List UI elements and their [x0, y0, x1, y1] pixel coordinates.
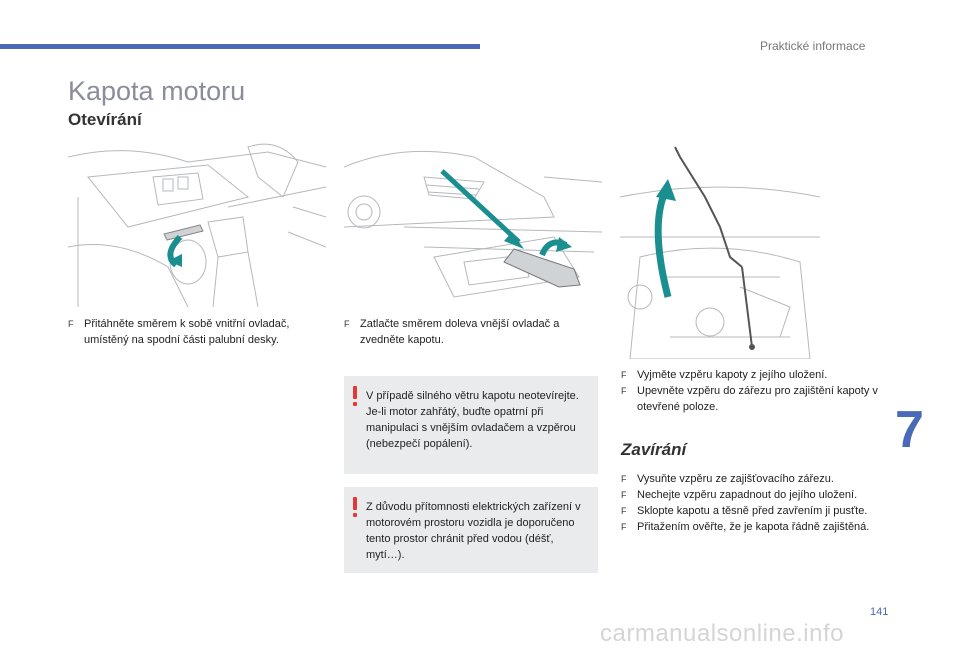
- closing-step-4: Přitažením ověřte, že je kapota řádně za…: [637, 521, 870, 533]
- opening-heading: Otevírání: [68, 110, 142, 129]
- warning-wind-text: V případě silného větru kapotu neotevíre…: [366, 390, 579, 402]
- exterior-release-illustration: [344, 137, 602, 307]
- bonnet-prop-illustration: [620, 137, 820, 359]
- warning-electric-text: Z důvodu přítomnosti elektrických zaříze…: [366, 501, 581, 561]
- header-bar: [0, 44, 480, 49]
- warning-box-electric: Z důvodu přítomnosti elektrických zaříze…: [344, 487, 598, 573]
- bullet-marker: F: [621, 522, 627, 532]
- closing-step-1: Vysuňte vzpěru ze zajišťovacího zářezu.: [637, 473, 834, 485]
- bullet-marker: F: [621, 506, 627, 516]
- list-item: F Sklopte kapotu a těsně před zavřením ji…: [621, 503, 871, 519]
- opening-step-1: Přitáhněte směrem k sobě vnitřní ovladač…: [84, 318, 290, 346]
- opening-step-2: Zatlačte směrem doleva vnější ovladač a …: [360, 318, 560, 346]
- page-title: Kapota motoru: [68, 76, 246, 106]
- section-label: Praktické informace: [760, 39, 866, 53]
- list-item: F Vyjměte vzpěru kapoty z jejího uložení.: [621, 367, 883, 383]
- closing-step-3: Sklopte kapotu a těsně před zavřením ji …: [637, 505, 868, 517]
- interior-release-illustration: [68, 137, 326, 307]
- list-item: F Nechejte vzpěru zapadnout do jejího ulo…: [621, 487, 871, 503]
- opening-step-2-list: F Zatlačte směrem doleva vnější ovladač a…: [344, 316, 594, 348]
- list-item: F Přitáhněte směrem k sobě vnitřní ovlada…: [68, 316, 330, 348]
- list-item: F Upevněte vzpěru do zářezu pro zajištění…: [621, 383, 883, 415]
- bullet-marker: F: [621, 370, 627, 380]
- opening-step-4: Upevněte vzpěru do zářezu pro zajištění …: [637, 385, 878, 413]
- page-number: 141: [870, 606, 889, 618]
- warning-box-wind: V případě silného větru kapotu neotevíre…: [344, 376, 598, 474]
- closing-heading: Zavírání: [621, 440, 687, 459]
- closing-step-2: Nechejte vzpěru zapadnout do jejího ulož…: [637, 489, 858, 501]
- bullet-marker: F: [68, 319, 74, 329]
- chapter-number: 7: [895, 401, 924, 459]
- closing-steps-list: F Vysuňte vzpěru ze zajišťovacího zářezu.…: [621, 471, 871, 535]
- opening-step-1-list: F Přitáhněte směrem k sobě vnitřní ovlada…: [68, 316, 330, 348]
- opening-steps-3-4-list: F Vyjměte vzpěru kapoty z jejího uložení.…: [621, 367, 883, 415]
- watermark: carmanualsonline.info: [600, 620, 844, 647]
- bullet-marker: F: [621, 474, 627, 484]
- bullet-marker: F: [621, 386, 627, 396]
- warning-hot-text: Je-li motor zahřátý, buďte opatrní při m…: [366, 406, 576, 450]
- opening-step-3: Vyjměte vzpěru kapoty z jejího uložení.: [637, 369, 828, 381]
- list-item: F Zatlačte směrem doleva vnější ovladač a…: [344, 316, 594, 348]
- bullet-marker: F: [344, 319, 350, 329]
- list-item: F Vysuňte vzpěru ze zajišťovacího zářezu.: [621, 471, 871, 487]
- list-item: F Přitažením ověřte, že je kapota řádně z…: [621, 519, 871, 535]
- bullet-marker: F: [621, 490, 627, 500]
